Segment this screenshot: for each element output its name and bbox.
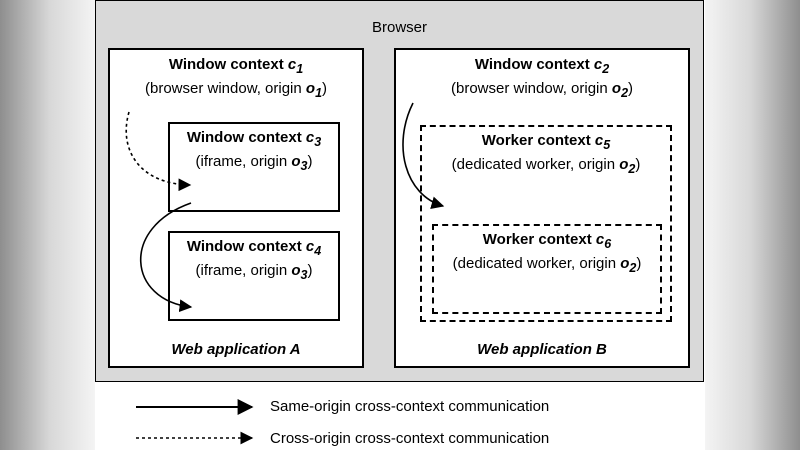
context-name: Window context — [186, 238, 302, 255]
origin-var: o — [291, 262, 301, 279]
context-var: c — [305, 238, 315, 255]
close-paren: ) — [307, 153, 313, 170]
origin-var: o — [305, 80, 316, 97]
context-sub: 5 — [603, 138, 611, 152]
web-app-a-label: Web application A — [171, 341, 301, 358]
close-paren: ) — [635, 156, 641, 173]
context-name: Worker context — [482, 231, 592, 248]
context-desc: (browser window, origin — [144, 80, 302, 97]
origin-sub: 2 — [621, 86, 629, 100]
origin-sub: 2 — [628, 162, 636, 176]
origin-var: o — [611, 80, 622, 97]
context-var: c — [305, 129, 315, 146]
origin-var: o — [619, 156, 629, 173]
origin-var: o — [291, 153, 301, 170]
context-sub: 4 — [314, 244, 322, 258]
cross-origin-arrow-c1-c3 — [125, 111, 192, 192]
context-desc: (iframe, origin — [195, 153, 288, 170]
context-desc: (dedicated worker, origin — [451, 156, 616, 173]
context-c4-title: Window context c4 (iframe, origin o3) — [168, 237, 340, 285]
origin-sub: 3 — [300, 268, 308, 282]
same-origin-arrow-c3-c4 — [139, 202, 193, 313]
context-var: c — [595, 231, 605, 248]
context-c3-title: Window context c3 (iframe, origin o3) — [168, 128, 340, 176]
legend-same-origin-label: Same-origin cross-context communication — [270, 398, 550, 415]
context-desc: (dedicated worker, origin — [452, 255, 617, 272]
legend-cross-origin-label: Cross-origin cross-context communication — [270, 430, 550, 447]
context-c5-title: Worker context c5 (dedicated worker, ori… — [420, 131, 672, 179]
same-origin-arrow-c2-c5 — [402, 102, 445, 209]
close-paren: ) — [636, 255, 642, 272]
context-sub: 2 — [602, 62, 610, 76]
context-var: c — [593, 56, 603, 73]
close-paren: ) — [628, 80, 634, 97]
close-paren: ) — [307, 262, 313, 279]
context-sub: 6 — [604, 237, 612, 251]
context-name: Window context — [186, 129, 302, 146]
origin-sub: 3 — [300, 159, 308, 173]
origin-var: o — [620, 255, 630, 272]
context-sub: 1 — [296, 62, 304, 76]
context-name: Worker context — [481, 132, 591, 149]
context-c3-box — [168, 122, 340, 212]
context-name: Window context — [168, 56, 284, 73]
context-sub: 3 — [314, 135, 322, 149]
context-desc: (iframe, origin — [195, 262, 288, 279]
origin-sub: 1 — [315, 86, 323, 100]
context-var: c — [287, 56, 297, 73]
context-name: Window context — [474, 56, 590, 73]
context-c6-title: Worker context c6 (dedicated worker, ori… — [432, 230, 662, 278]
origin-sub: 2 — [629, 261, 637, 275]
context-desc: (browser window, origin — [450, 80, 608, 97]
context-var: c — [594, 132, 604, 149]
web-app-b-label: Web application B — [477, 341, 607, 358]
context-c6-box — [432, 224, 662, 314]
context-c4-box — [168, 231, 340, 321]
close-paren: ) — [322, 80, 328, 97]
context-c1-title: Window context c1 (browser window, origi… — [108, 55, 364, 103]
context-c2-title: Window context c2 (browser window, origi… — [394, 55, 690, 103]
browser-label: Browser — [371, 19, 427, 36]
